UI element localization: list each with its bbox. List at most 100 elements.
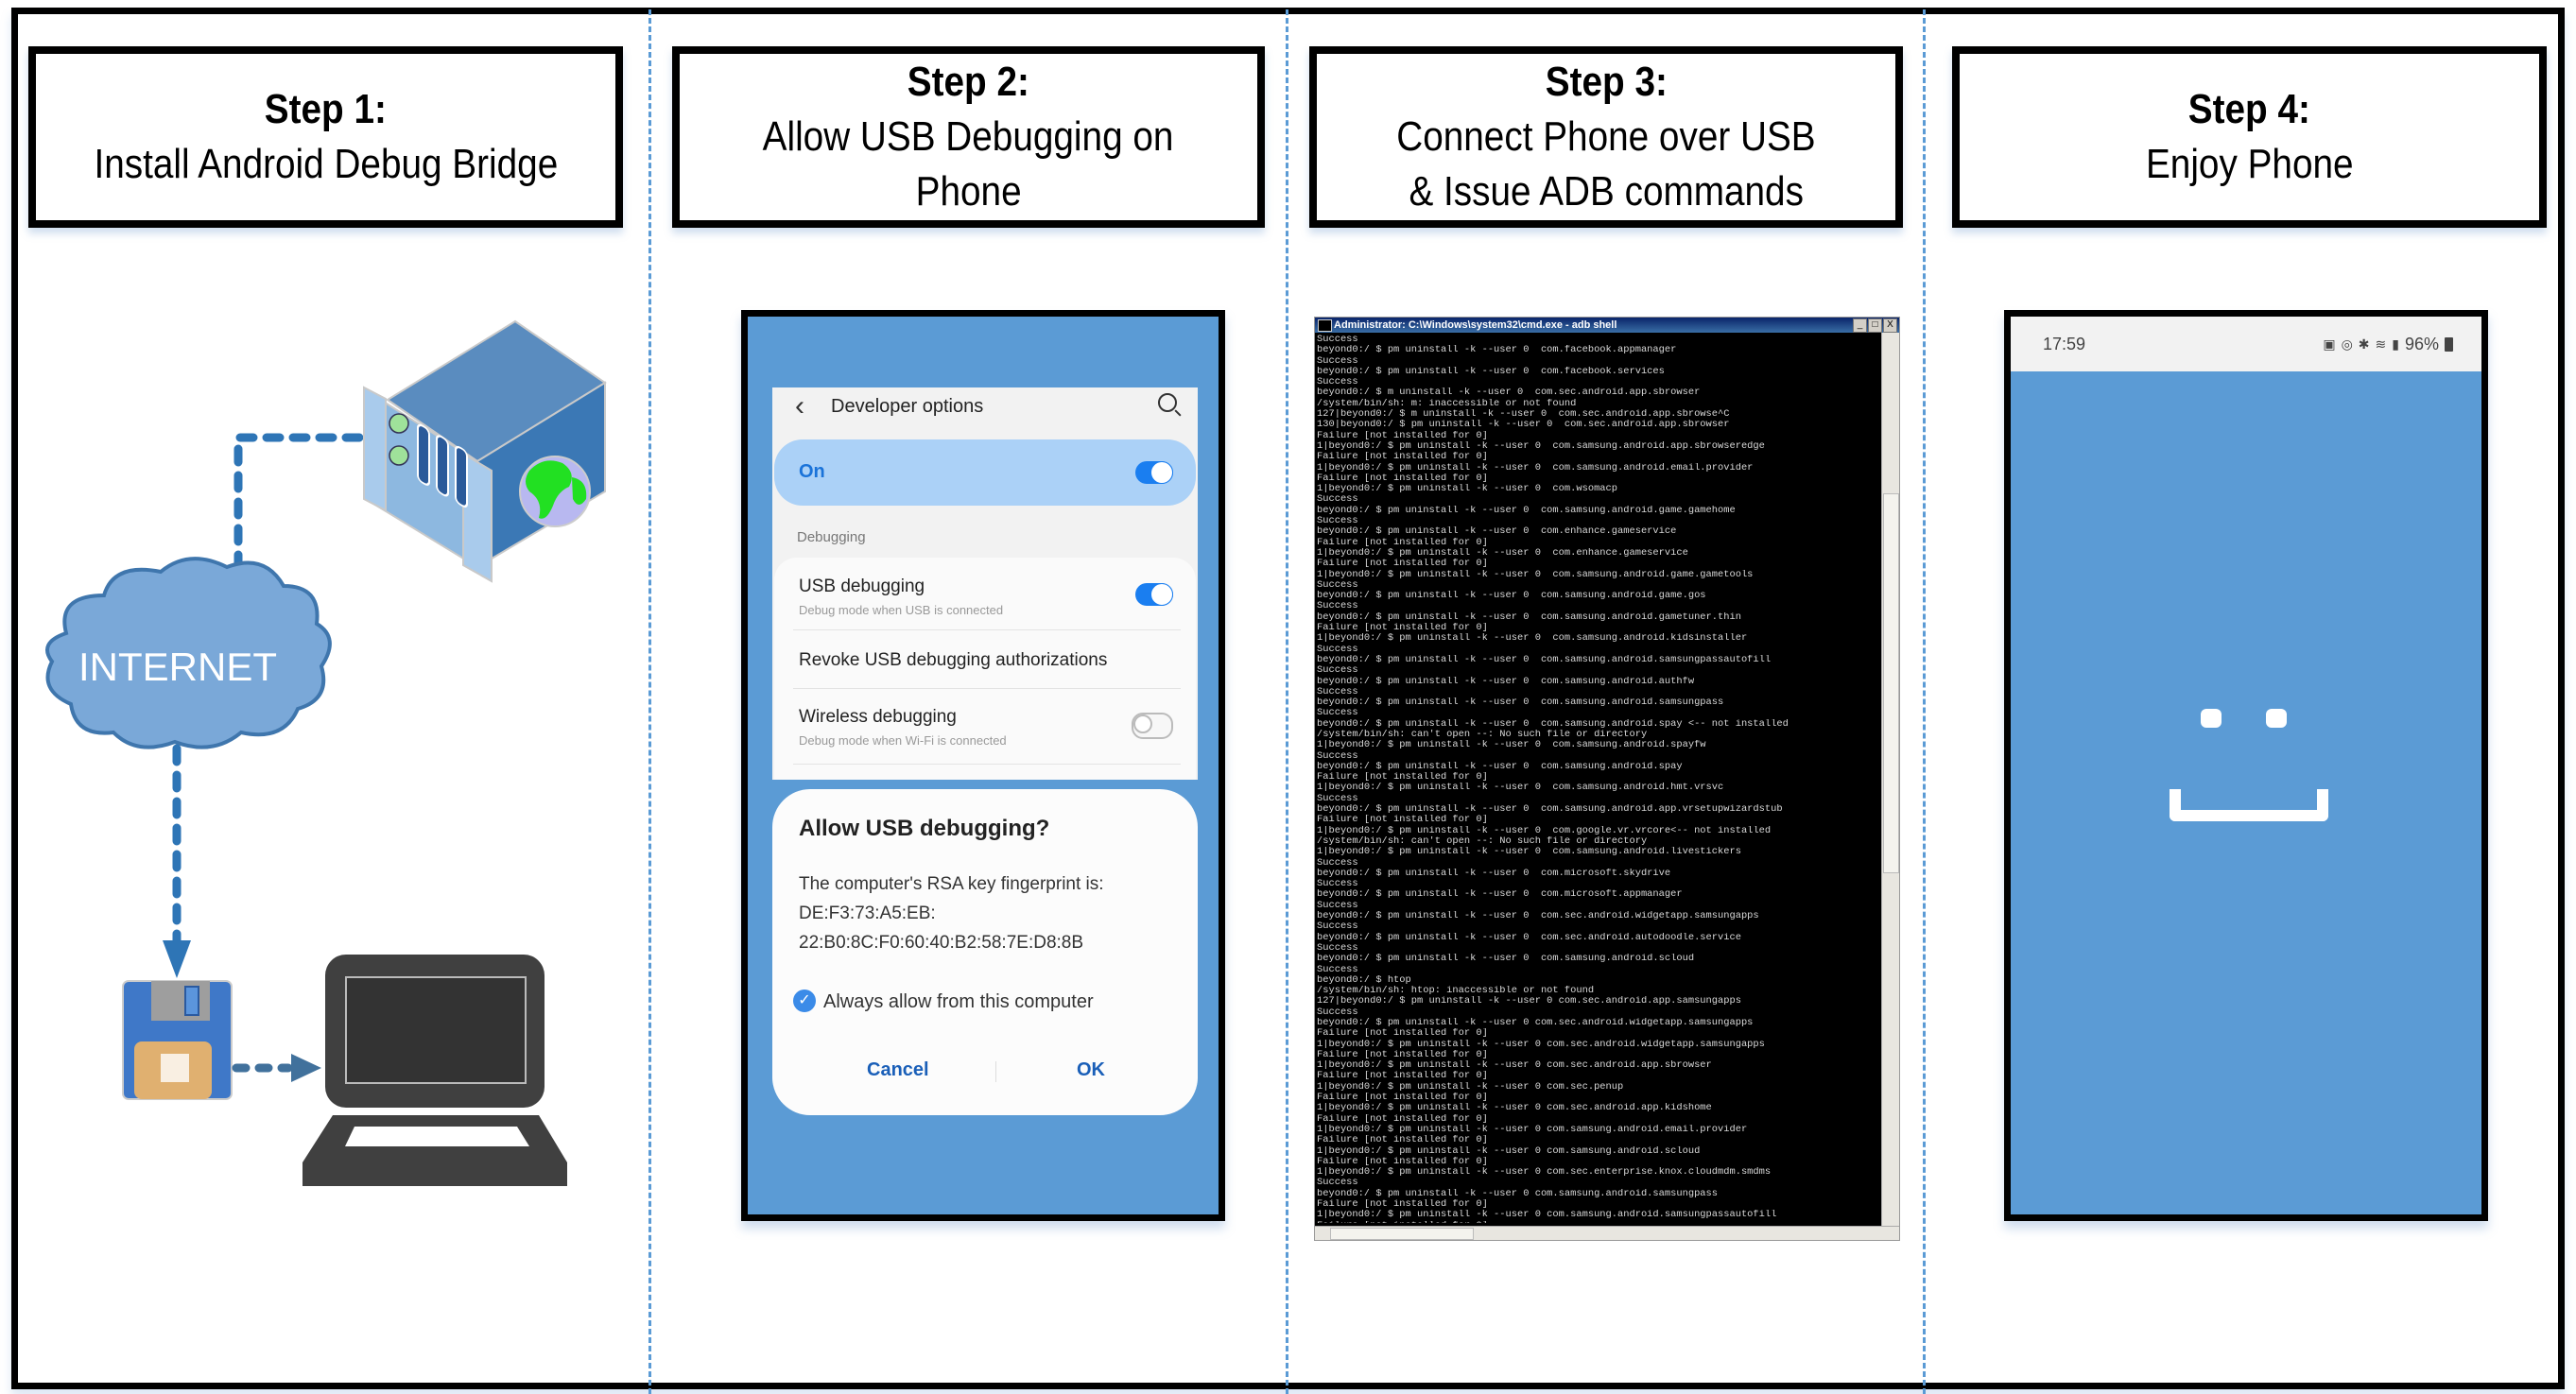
step-3-description-line-1: Connect Phone over USB (1396, 113, 1816, 160)
terminal-line: 130|beyond0:/ $ pm uninstall -k --user 0… (1317, 420, 1730, 431)
window-title: Administrator: C:\Windows\system32\cmd.e… (1334, 319, 1617, 331)
step-3-header: Step 3: Connect Phone over USB & Issue A… (1309, 46, 1903, 228)
column-divider (1286, 9, 1288, 1394)
terminal-line: Success (1317, 494, 1358, 506)
connector-arrow (233, 433, 364, 591)
always-allow-label[interactable]: Always allow from this computer (823, 991, 1094, 1012)
status-time: 17:59 (2043, 335, 2086, 353)
terminal-line: beyond0:/ $ pm uninstall -k --user 0 com… (1317, 1018, 1754, 1028)
search-icon[interactable] (1158, 393, 1177, 412)
usb-debugging-toggle[interactable] (1135, 583, 1173, 606)
laptop-icon (303, 955, 567, 1186)
terminal-line: Failure [not installed for 0] (1317, 537, 1488, 548)
terminal-line: 1|beyond0:/ $ pm uninstall -k --user 0 c… (1317, 1060, 1712, 1072)
cmd-icon (1318, 319, 1332, 332)
step-4-title: Step 4: (2187, 86, 2311, 132)
floppy-disk-icon (122, 980, 233, 1100)
arrow-head (291, 1054, 321, 1082)
step-3-title: Step 3: (1545, 59, 1668, 105)
phone-developer-options: ‹ Developer options On Debugging USB deb… (741, 310, 1225, 1221)
terminal-line: 1|beyond0:/ $ pm uninstall -k --user 0 c… (1317, 1103, 1712, 1114)
close-button[interactable]: X (1883, 318, 1897, 333)
setting-subtitle: Debug mode when Wi-Fi is connected (799, 733, 1007, 748)
step-2-title: Step 2: (907, 59, 1030, 105)
terminal-line: Failure [not installed for 0] (1317, 815, 1488, 826)
terminal-line: 1|beyond0:/ $ pm uninstall -k --user 0 c… (1317, 1081, 1624, 1093)
checkbox-checked-icon[interactable]: ✓ (793, 990, 816, 1012)
terminal-titlebar: Administrator: C:\Windows\system32\cmd.e… (1315, 318, 1899, 333)
lock-icon: ▣ (2323, 336, 2336, 352)
cloud-icon: INTERNET (45, 557, 332, 749)
status-bar: 17:59 ▣ ◎ ✱ ≋ ▮ 96% (2011, 317, 2481, 371)
terminal-line: 1|beyond0:/ $ pm uninstall -k --user 0 c… (1317, 547, 1688, 559)
master-toggle-switch[interactable] (1135, 461, 1173, 484)
terminal-line: Failure [not installed for 0] (1317, 430, 1488, 441)
vertical-scrollbar[interactable] (1881, 333, 1899, 1226)
cmd-terminal-window: Administrator: C:\Windows\system32\cmd.e… (1314, 317, 1900, 1241)
fingerprint-line-1: DE:F3:73:A5:EB: (799, 904, 936, 923)
terminal-line: Success (1317, 665, 1358, 677)
terminal-line: /system/bin/sh: can't open --: No such f… (1317, 729, 1648, 740)
terminal-line: Success (1317, 900, 1358, 911)
allow-usb-debugging-dialog: Allow USB debugging? The computer's RSA … (772, 789, 1198, 1115)
step-4-description: Enjoy Phone (2145, 141, 2354, 187)
master-toggle-label: On (799, 461, 825, 482)
terminal-line: Failure [not installed for 0] (1317, 1135, 1488, 1146)
terminal-line: Failure [not installed for 0] (1317, 772, 1488, 783)
status-icons: ▣ ◎ ✱ ≋ ▮ 96% (2323, 334, 2453, 354)
terminal-line: Success (1317, 601, 1358, 612)
cancel-button[interactable]: Cancel (867, 1059, 929, 1080)
terminal-line: Success (1317, 335, 1358, 345)
terminal-line: 1|beyond0:/ $ pm uninstall -k --user 0 c… (1317, 484, 1618, 495)
terminal-line: 1|beyond0:/ $ pm uninstall -k --user 0 c… (1317, 569, 1754, 580)
terminal-line: Failure [not installed for 0] (1317, 1199, 1488, 1211)
terminal-line: Success (1317, 1007, 1358, 1018)
wireless-debugging-toggle[interactable] (1132, 713, 1173, 739)
battery-icon (2445, 336, 2453, 352)
terminal-line: beyond0:/ $ pm uninstall -k --user 0 com… (1317, 654, 1772, 665)
dialog-title: Allow USB debugging? (799, 816, 1050, 841)
step-1-title: Step 1: (264, 86, 388, 132)
terminal-line: Failure [not installed for 0] (1317, 1156, 1488, 1167)
terminal-line: 1|beyond0:/ $ pm uninstall -k --user 0 c… (1317, 825, 1772, 836)
minimize-button[interactable]: _ (1853, 318, 1867, 333)
terminal-line: beyond0:/ $ pm uninstall -k --user 0 com… (1317, 526, 1677, 538)
dialog-body-line: The computer's RSA key fingerprint is: (799, 874, 1104, 894)
terminal-line: beyond0:/ $ htop (1317, 974, 1411, 986)
terminal-line: 1|beyond0:/ $ pm uninstall -k --user 0 c… (1317, 440, 1765, 452)
terminal-line: beyond0:/ $ pm uninstall -k --user 0 com… (1317, 591, 1706, 602)
terminal-line: Failure [not installed for 0] (1317, 452, 1488, 463)
column-divider (648, 9, 651, 1394)
terminal-line: beyond0:/ $ pm uninstall -k --user 0 com… (1317, 889, 1683, 901)
terminal-line: beyond0:/ $ pm uninstall -k --user 0 com… (1317, 911, 1759, 922)
terminal-line: Success (1317, 377, 1358, 388)
terminal-line: Success (1317, 516, 1358, 527)
terminal-line: beyond0:/ $ pm uninstall -k --user 0 com… (1317, 366, 1665, 377)
terminal-line: Failure [not installed for 0] (1317, 623, 1488, 634)
phone-home-screen: 17:59 ▣ ◎ ✱ ≋ ▮ 96% (2004, 310, 2488, 1221)
terminal-line: beyond0:/ $ pm uninstall -k --user 0 com… (1317, 718, 1789, 730)
step-1-description: Install Android Debug Bridge (94, 141, 558, 187)
step-2-description-line-1: Allow USB Debugging on (763, 113, 1174, 160)
debugging-settings-card: USB debugging Debug mode when USB is con… (774, 558, 1196, 780)
horizontal-scrollbar[interactable] (1315, 1226, 1899, 1240)
terminal-line: 1|beyond0:/ $ pm uninstall -k --user 0 c… (1317, 633, 1748, 645)
globe-icon (519, 456, 591, 527)
terminal-line: 127|beyond0:/ $ pm uninstall -k --user 0… (1317, 996, 1741, 1007)
terminal-line: beyond0:/ $ pm uninstall -k --user 0 com… (1317, 676, 1695, 687)
setting-title: Wireless debugging (799, 707, 957, 727)
terminal-line: 1|beyond0:/ $ pm uninstall -k --user 0 c… (1317, 462, 1754, 473)
maximize-button[interactable]: □ (1868, 318, 1882, 333)
terminal-line: beyond0:/ $ pm uninstall -k --user 0 com… (1317, 345, 1677, 356)
developer-options-master-toggle-row[interactable]: On (774, 439, 1196, 506)
step-4-header: Step 4: Enjoy Phone (1952, 46, 2547, 228)
chevron-left-icon[interactable]: ‹ (795, 390, 804, 422)
terminal-line: 1|beyond0:/ $ pm uninstall -k --user 0 c… (1317, 740, 1706, 751)
terminal-line: Failure [not installed for 0] (1317, 1113, 1488, 1125)
smiley-face-icon (2011, 317, 2481, 1214)
ok-button[interactable]: OK (1077, 1059, 1105, 1080)
terminal-line: Failure [not installed for 0] (1317, 1049, 1488, 1060)
column-divider (1923, 9, 1926, 1394)
step-2-header: Step 2: Allow USB Debugging on Phone (672, 46, 1265, 228)
